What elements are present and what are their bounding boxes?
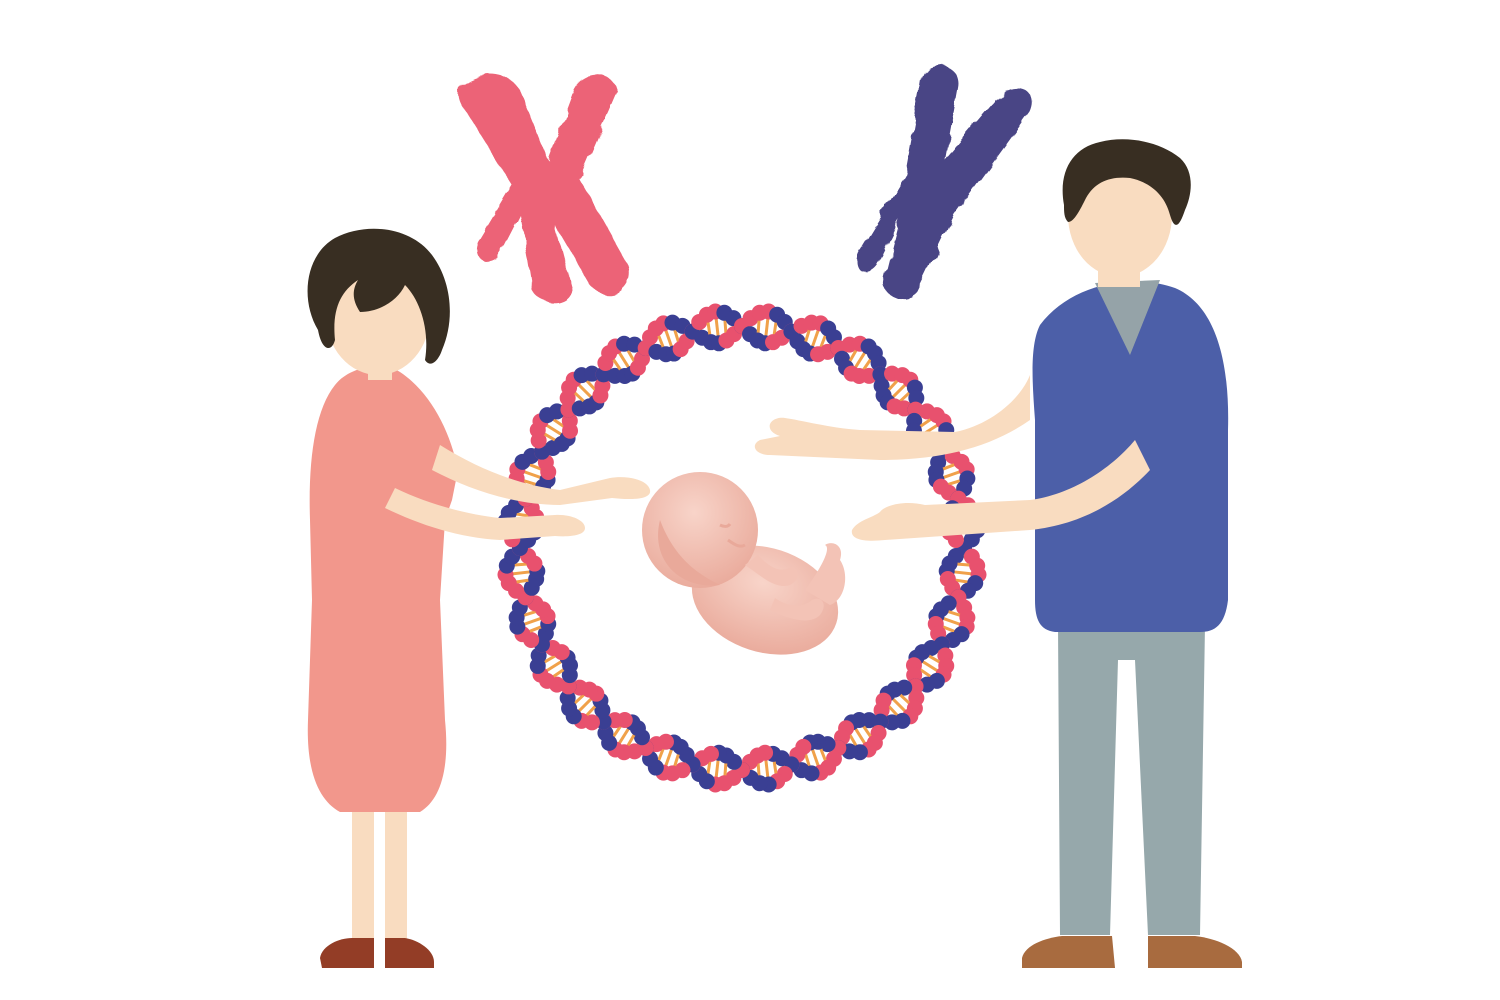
y-chromosome-icon bbox=[856, 66, 1033, 299]
dna-node bbox=[559, 690, 576, 707]
dna-node bbox=[963, 531, 980, 548]
dna-node bbox=[884, 714, 901, 731]
woman-figure bbox=[307, 228, 651, 968]
dna-node bbox=[947, 531, 964, 548]
fetus-icon bbox=[642, 472, 846, 655]
dna-node bbox=[908, 389, 925, 406]
man-figure bbox=[754, 139, 1242, 968]
x-chromosome-icon bbox=[459, 75, 630, 303]
dna-node bbox=[583, 365, 600, 382]
dna-ring-icon bbox=[497, 303, 987, 793]
